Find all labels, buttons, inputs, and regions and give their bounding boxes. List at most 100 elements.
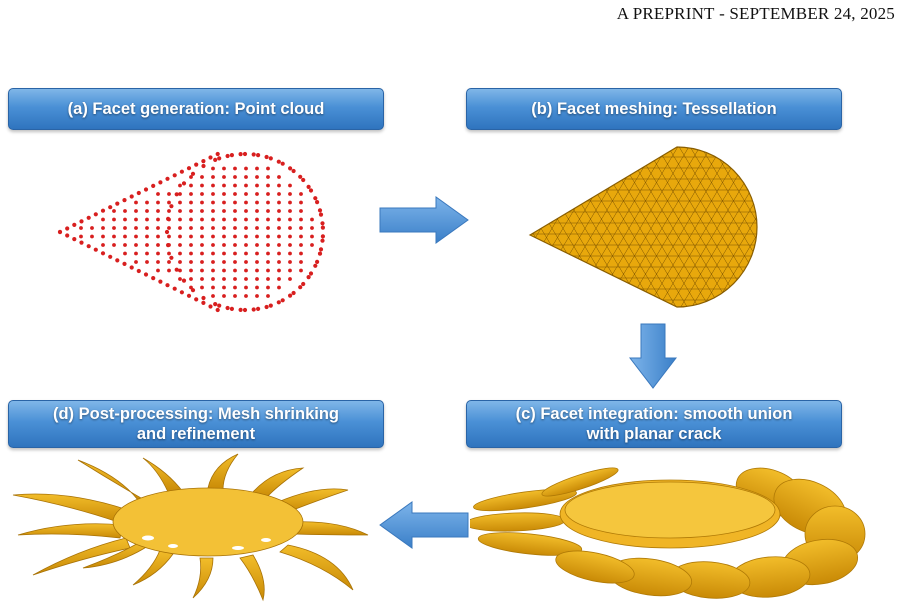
interior-point (255, 268, 259, 273)
interior-point (79, 234, 83, 239)
interior-point (222, 234, 226, 239)
boundary-point (65, 233, 70, 238)
interior-point (189, 226, 193, 230)
interior-point (178, 209, 182, 213)
interior-point (233, 268, 237, 273)
boundary-point (217, 156, 222, 161)
interior-point (178, 251, 182, 256)
interior-point (189, 285, 193, 290)
interior-point (189, 217, 193, 222)
running-header: A PREPRINT - SEPTEMBER 24, 2025 (617, 4, 895, 24)
interior-point (299, 268, 303, 273)
interior-point (222, 277, 226, 281)
boundary-point (122, 261, 127, 266)
interior-point (277, 217, 281, 222)
interior-point (200, 200, 204, 205)
boundary-point (57, 229, 63, 235)
boundary-point (320, 225, 325, 230)
boundary-point (291, 290, 296, 296)
interior-point (288, 260, 292, 264)
interior-point (266, 209, 270, 213)
boundary-point (100, 251, 106, 256)
boundary-point (151, 183, 156, 188)
boundary-point (313, 196, 318, 201)
boundary-point (317, 208, 323, 213)
interior-point (189, 183, 193, 188)
boundary-point (165, 176, 170, 181)
interior-point (277, 234, 281, 239)
interior-point (145, 209, 149, 213)
interior-point (299, 234, 303, 239)
boundary-point (208, 155, 213, 160)
interior-point (211, 200, 215, 205)
interior-point (211, 166, 215, 171)
interior-point (211, 285, 215, 290)
point-cloud-panel (50, 140, 325, 320)
interior-point (211, 217, 215, 222)
step-a-title: (a) Facet generation: Point cloud (67, 100, 325, 118)
interior-point (244, 277, 248, 281)
interior-point (189, 234, 193, 239)
boundary-point (201, 295, 206, 301)
interior-point (266, 200, 270, 205)
interior-point (123, 209, 127, 213)
boundary-point (276, 300, 281, 305)
interior-point (310, 243, 314, 247)
interior-point (244, 217, 248, 222)
interior-point (189, 251, 193, 256)
boundary-point (158, 279, 163, 284)
interior-point (156, 243, 160, 247)
interior-point (266, 226, 270, 230)
interior-point (178, 226, 182, 230)
boundary-point (186, 293, 192, 298)
interior-point (255, 183, 259, 188)
boundary-point (308, 271, 314, 276)
interior-point (233, 209, 237, 213)
interior-point (233, 260, 237, 264)
boundary-point (181, 278, 187, 283)
interior-point (134, 226, 138, 230)
boundary-point (174, 267, 179, 272)
interior-point (255, 260, 259, 264)
interior-point (178, 234, 182, 239)
interior-point (167, 243, 171, 247)
interior-point (123, 251, 127, 256)
interior-point (299, 200, 303, 205)
boundary-point (217, 303, 222, 308)
boundary-point (201, 300, 206, 305)
header-separator: - (714, 4, 730, 23)
interior-point (145, 260, 149, 264)
interior-point (288, 183, 292, 188)
interior-point (299, 251, 303, 256)
interior-point (255, 251, 259, 256)
boundary-point (308, 188, 314, 193)
interior-point (277, 251, 281, 256)
interior-point (310, 217, 314, 222)
interior-point (222, 251, 226, 256)
boundary-point (229, 306, 234, 311)
interior-point (112, 243, 116, 247)
interior-point (233, 243, 237, 247)
interior-point (145, 234, 149, 239)
interior-point (222, 200, 226, 205)
interior-point (123, 226, 127, 230)
interior-point (134, 260, 138, 264)
interior-point (156, 209, 160, 213)
interior-point (167, 268, 171, 273)
interior-point (145, 251, 149, 256)
boundary-point (201, 159, 206, 164)
boundary-point (280, 161, 285, 166)
boundary-point (108, 205, 113, 210)
boundary-point (151, 276, 156, 281)
interior-point (244, 243, 248, 247)
boundary-point (320, 238, 325, 243)
interior-point (244, 294, 248, 298)
boundary-point (213, 302, 218, 307)
boundary-point (115, 258, 120, 263)
interior-point (145, 217, 149, 222)
interior-point (178, 217, 182, 222)
interior-point (244, 285, 248, 290)
boundary-point (143, 187, 149, 192)
interior-point (255, 294, 259, 298)
step-a-banner: (a) Facet generation: Point cloud (8, 88, 384, 130)
